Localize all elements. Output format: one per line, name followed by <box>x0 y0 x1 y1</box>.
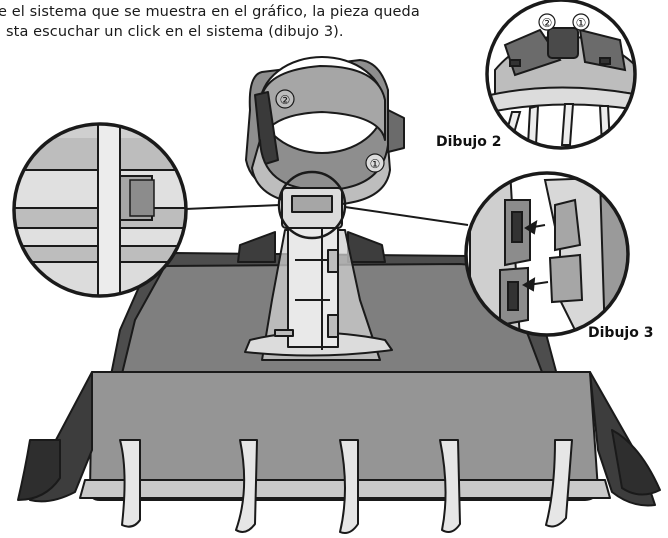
inset-circle-3 <box>464 171 630 337</box>
zoom-detail-left <box>12 122 347 298</box>
instruction-text-line-1: e el sistema que se muestra en el gráfic… <box>0 4 420 20</box>
base-tooth-4 <box>439 439 461 533</box>
inset-circle-2 <box>485 0 637 150</box>
base-tooth-2 <box>235 439 258 533</box>
base-tooth-1 <box>119 439 141 528</box>
instruction-text-line-2: sta escuchar un click en el sistema (dib… <box>6 24 344 40</box>
label-dibujo-2: Dibujo 2 <box>436 134 502 150</box>
clamp-inner-band <box>261 65 386 141</box>
callout-inset-right: ① <box>576 16 587 30</box>
base-tooth-3 <box>339 439 359 534</box>
base-right-wing <box>611 429 661 496</box>
clamp-right-latch <box>387 109 405 153</box>
main-callouts: ② ① <box>275 89 385 173</box>
callout-main-bottom: ① <box>370 157 381 171</box>
label-dibujo-3: Dibujo 3 <box>588 325 654 341</box>
post-right-flange <box>347 231 386 263</box>
base-tooth-5 <box>545 439 573 528</box>
inset-dibujo-2: ② ① <box>485 0 637 150</box>
base-left-wing <box>17 439 61 501</box>
zoom-circle-left <box>12 122 188 298</box>
callout-main-top: ② <box>280 93 291 107</box>
post-assembly <box>237 56 405 361</box>
inset-dibujo-3 <box>344 171 630 337</box>
callout-inset-left: ② <box>542 16 553 30</box>
post-left-flange <box>237 231 276 263</box>
